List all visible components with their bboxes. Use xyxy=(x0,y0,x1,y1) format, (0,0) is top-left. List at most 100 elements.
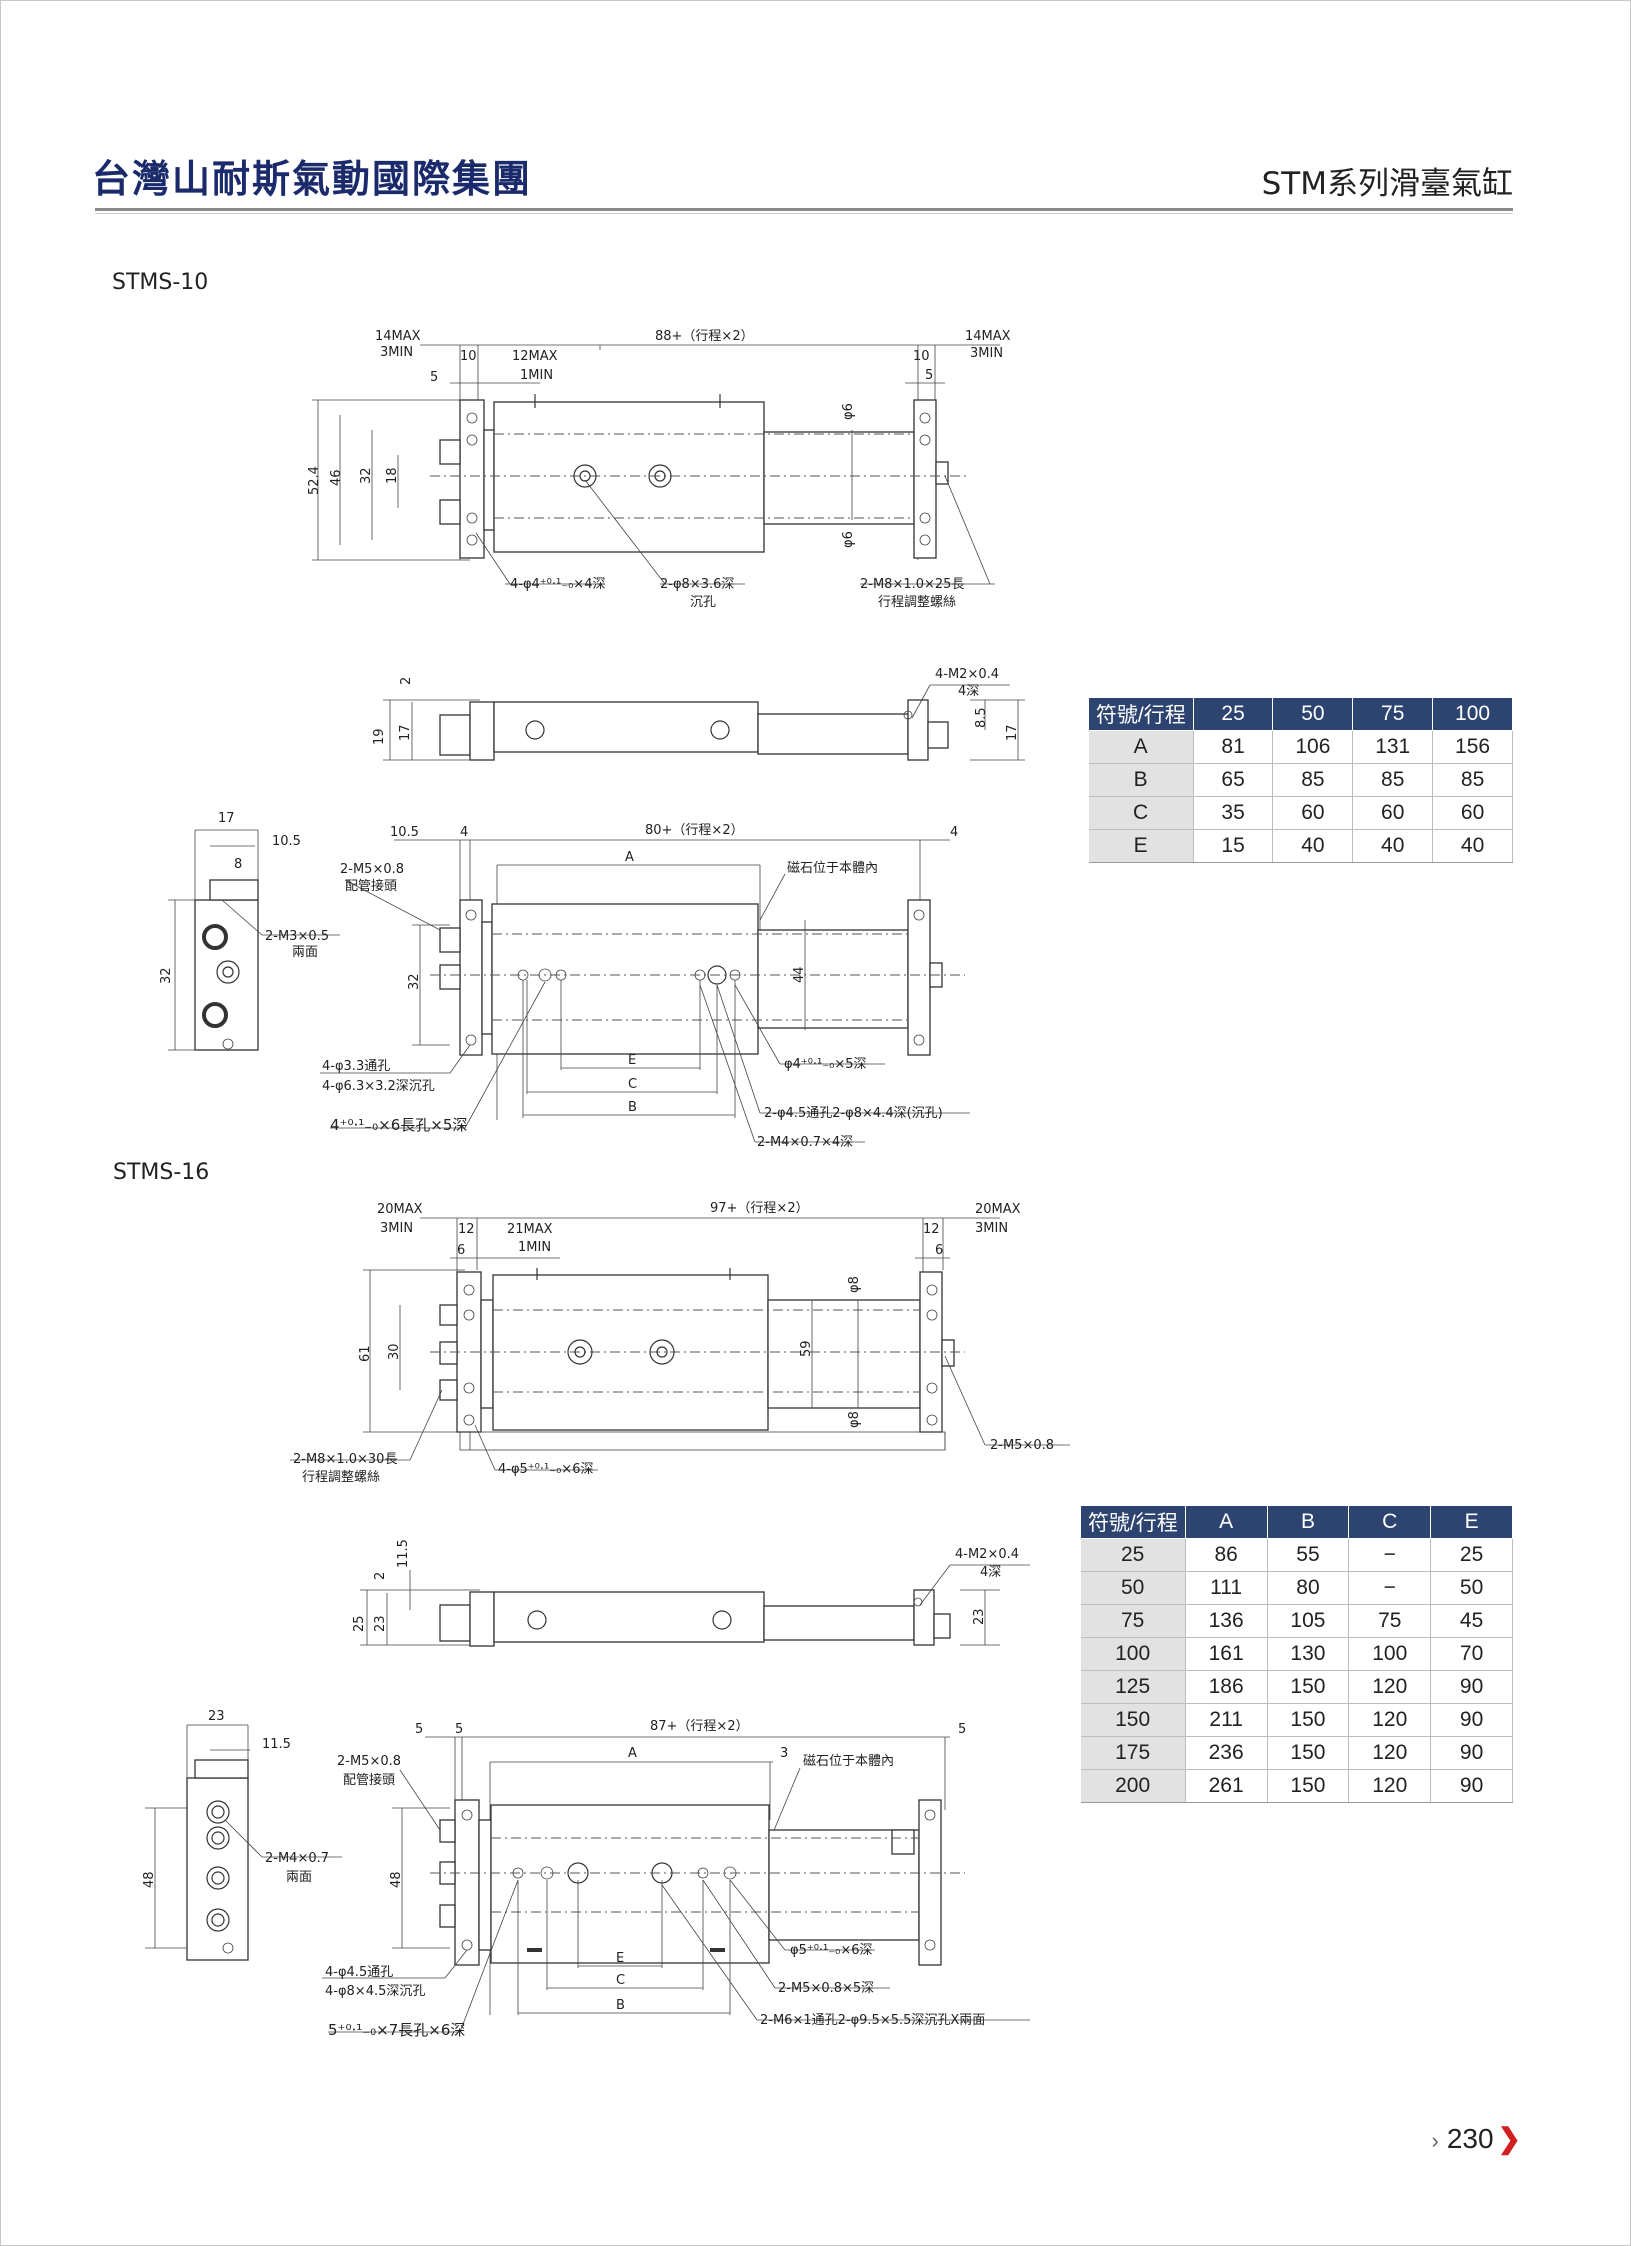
stms10-bottom-view: 10.5 4 80+（行程×2） 4 A 磁石位于本體內 32 44 xyxy=(320,823,970,1150)
note-text: 2-M4×0.7×4深 xyxy=(757,1135,853,1150)
table-header: C xyxy=(1348,1505,1432,1539)
dim-text: 8.5 xyxy=(974,707,989,728)
table-cell: 150 xyxy=(1080,1703,1186,1737)
note-text: 兩面 xyxy=(286,1870,312,1885)
dim-text: 5 xyxy=(415,1722,423,1737)
dim-text: 23 xyxy=(373,1615,388,1632)
dim-text: C xyxy=(616,1973,625,1988)
dim-text: 32 xyxy=(159,967,174,984)
stms16-end-view: 23 11.5 9 48 2-M4×0.7 兩面 xyxy=(142,1709,342,1961)
dim-text: 2 xyxy=(399,677,414,685)
table-cell: 50 xyxy=(1080,1571,1186,1605)
company-name: 台灣山耐斯氣動國際集團 xyxy=(92,157,533,201)
table-header: 75 xyxy=(1352,697,1434,731)
stms16-side-view: 2 11.5 25 23 23 4-M2×0.4 4深 xyxy=(352,1539,1030,1647)
model-label-stms16: STMS-16 xyxy=(113,1160,210,1185)
table-cell: 120 xyxy=(1348,1736,1432,1770)
dim-text: B xyxy=(616,1998,625,2013)
dim-text: 1MIN xyxy=(518,1240,551,1255)
note-text: 2-M5×0.8 xyxy=(340,862,404,877)
table-row: E 15 40 40 40 xyxy=(1088,829,1513,863)
dim-text: 3MIN xyxy=(380,345,413,360)
dim-text: 32 xyxy=(359,467,374,484)
note-text: 4深 xyxy=(980,1565,1001,1580)
dim-text: φ8 xyxy=(847,1276,862,1293)
table-cell: A xyxy=(1088,730,1194,764)
dim-text: 6 xyxy=(457,1243,465,1258)
dim-text: 5 xyxy=(958,1722,966,1737)
stms16-front-view: 20MAX 3MIN 12 21MAX 1MIN 6 97+（行程×2） 20M… xyxy=(290,1201,1070,1485)
dim-text: 48 xyxy=(142,1871,157,1888)
table-cell: 40 xyxy=(1272,829,1354,863)
table-cell: 60 xyxy=(1352,796,1434,830)
dim-text: 3 xyxy=(780,1746,788,1761)
spec-table-stms16: 符號/行程 A B C E 25 86 55 − 25 50 111 80 − … xyxy=(1080,1505,1513,1803)
stms16-bottom-view: 5 5 87+（行程×2） 5 A 3 磁石位于本體內 xyxy=(322,1719,1030,2039)
table-cell: 100 xyxy=(1080,1637,1186,1671)
dim-text: 12 xyxy=(923,1222,940,1237)
table-header: 符號/行程 xyxy=(1080,1505,1186,1539)
note-text: 4-φ6.3×3.2深沉孔 xyxy=(322,1079,435,1094)
note-text: 4深 xyxy=(958,684,979,699)
dim-text: E xyxy=(628,1053,636,1068)
table-row: 125 186 150 120 90 xyxy=(1080,1670,1513,1704)
table-header: 50 xyxy=(1272,697,1354,731)
note-text: 2-M3×0.5 xyxy=(265,929,329,944)
table-header: B xyxy=(1266,1505,1350,1539)
table-cell: 85 xyxy=(1432,763,1513,797)
spec-table-stms10: 符號/行程 25 50 75 100 A 81 106 131 156 B 65… xyxy=(1088,697,1513,863)
table-row: 150 211 150 120 90 xyxy=(1080,1703,1513,1737)
table-cell: 150 xyxy=(1267,1670,1350,1704)
table-cell: 81 xyxy=(1193,730,1274,764)
dim-text: 59 xyxy=(799,1340,814,1357)
dim-text: 52.4 xyxy=(307,466,322,495)
stms10-end-view: 17 10.5 8 32 2-M3×0.5 兩面 xyxy=(159,811,340,1051)
table-cell: 86 xyxy=(1185,1538,1268,1572)
header-rule xyxy=(95,208,1513,211)
table-row: 100 161 130 100 70 xyxy=(1080,1637,1513,1671)
note-text: 行程調整螺絲 xyxy=(878,595,956,610)
stms10-front-view: 14MAX 3MIN 10 12MAX 1MIN 5 88+（行程×2） 14M… xyxy=(307,329,1011,610)
dim-text: A xyxy=(625,850,634,865)
dim-text: φ6 xyxy=(841,403,856,420)
table-header: 符號/行程 xyxy=(1088,697,1194,731)
dim-text: 87+（行程×2） xyxy=(650,1719,749,1734)
note-text: 2-M5×0.8 xyxy=(990,1438,1054,1453)
table-cell: 15 xyxy=(1193,829,1274,863)
dim-text: 25 xyxy=(352,1615,367,1632)
table-cell: 130 xyxy=(1267,1637,1350,1671)
table-cell: 90 xyxy=(1430,1769,1513,1803)
note-text: 5⁺⁰·¹₋₀×7長孔×6深 xyxy=(328,2021,465,2039)
table-cell: 90 xyxy=(1430,1703,1513,1737)
table-cell: 25 xyxy=(1430,1538,1513,1572)
dim-text: 23 xyxy=(972,1608,987,1625)
dim-text: 18 xyxy=(385,467,400,484)
table-cell: 175 xyxy=(1080,1736,1186,1770)
dim-text: 1MIN xyxy=(520,368,553,383)
dim-text: B xyxy=(628,1100,637,1115)
note-text: 4-φ4⁺⁰·¹₋₀×4深 xyxy=(510,577,605,592)
table-cell: 106 xyxy=(1272,730,1354,764)
dim-text: 10.5 xyxy=(390,825,419,840)
dim-text: 17 xyxy=(218,811,235,826)
table-header: A xyxy=(1184,1505,1268,1539)
dim-text: 19 xyxy=(372,728,387,745)
table-cell: − xyxy=(1348,1538,1432,1572)
table-row: B 65 85 85 85 xyxy=(1088,763,1513,797)
dim-text: 4 xyxy=(460,825,468,840)
table-cell: 120 xyxy=(1348,1670,1432,1704)
table-cell: 211 xyxy=(1185,1703,1268,1737)
note-text: 2-φ4.5通孔2-φ8×4.4深(沉孔) xyxy=(764,1106,943,1121)
table-cell: − xyxy=(1348,1571,1432,1605)
chevron-left-icon: › xyxy=(1431,2128,1439,2153)
dim-text: 3MIN xyxy=(380,1221,413,1236)
table-cell: 40 xyxy=(1352,829,1434,863)
table-cell: 261 xyxy=(1185,1769,1268,1803)
dim-text: 44 xyxy=(792,966,807,983)
table-header: 100 xyxy=(1432,697,1513,731)
note-text: 磁石位于本體內 xyxy=(803,1754,894,1769)
note-text: 2-M8×1.0×25長 xyxy=(860,577,964,592)
table-cell: 200 xyxy=(1080,1769,1186,1803)
note-text: 行程調整螺絲 xyxy=(302,1470,380,1485)
